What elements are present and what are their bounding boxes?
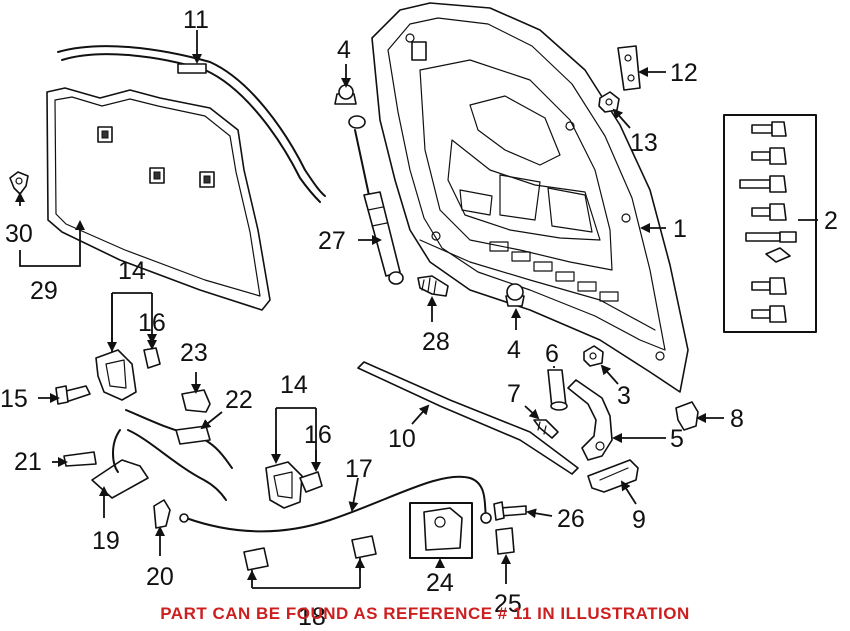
hood-gas-strut — [348, 115, 404, 285]
hinge-bolt — [417, 275, 449, 297]
hood-insulator-pad — [46, 87, 271, 311]
cable-clip — [181, 389, 211, 413]
label-9: 9 — [632, 506, 646, 534]
striker-plate — [617, 45, 641, 91]
label-14-left: 14 — [118, 257, 146, 285]
hood-panel — [371, 2, 689, 393]
label-17: 17 — [345, 455, 373, 483]
hood-hinge — [567, 379, 613, 461]
label-14-right: 14 — [280, 371, 308, 399]
label-4-lower: 4 — [507, 336, 521, 364]
strut-ball-stud-lower — [505, 283, 525, 307]
label-27: 27 — [318, 227, 346, 255]
label-26: 26 — [557, 505, 585, 533]
hardware-kit — [723, 114, 817, 333]
label-16-left: 16 — [138, 309, 166, 337]
label-30: 30 — [5, 220, 33, 248]
cable-holder-clips — [243, 535, 377, 571]
hood-seal-strip — [57, 45, 326, 203]
cable-tape — [63, 451, 97, 467]
hood-latch-left — [95, 347, 161, 401]
handle-clip — [495, 527, 515, 555]
label-8: 8 — [730, 405, 744, 433]
label-21: 21 — [14, 448, 42, 476]
label-28: 28 — [422, 328, 450, 356]
label-5: 5 — [670, 425, 684, 453]
release-bracket — [587, 459, 639, 493]
label-1: 1 — [673, 215, 687, 243]
label-16-right: 16 — [304, 421, 332, 449]
cable-guide-bracket — [91, 429, 149, 499]
label-15: 15 — [0, 385, 28, 413]
part-labels: 11 4 12 13 1 2 27 28 4 6 3 7 8 5 10 9 30… — [0, 6, 838, 631]
release-cable-upper — [125, 409, 233, 501]
label-3: 3 — [617, 382, 631, 410]
label-13: 13 — [630, 129, 658, 157]
label-24: 24 — [426, 569, 454, 597]
label-22: 22 — [225, 386, 253, 414]
latch-nut — [583, 345, 604, 367]
label-10: 10 — [388, 425, 416, 453]
label-12: 12 — [670, 59, 698, 87]
bump-stop — [547, 369, 568, 411]
label-4-upper: 4 — [337, 36, 351, 64]
front-seal-bar — [357, 361, 579, 475]
label-7: 7 — [507, 380, 521, 408]
hood-latch-right — [265, 461, 323, 509]
label-6: 6 — [545, 340, 559, 368]
label-29: 29 — [30, 277, 58, 305]
strut-ball-stud-upper — [334, 84, 357, 105]
label-19: 19 — [92, 527, 120, 555]
label-25: 25 — [494, 590, 522, 618]
label-11: 11 — [183, 6, 209, 34]
latch-bolt — [533, 419, 559, 439]
release-cable-main — [179, 475, 492, 533]
retainer-clip — [675, 401, 699, 431]
leader-lines — [15, 30, 818, 589]
label-18: 18 — [298, 603, 326, 631]
label-20: 20 — [146, 563, 174, 591]
latch-bolt-left — [55, 385, 91, 405]
reference-caption: PART CAN BE FOUND AS REFERENCE # 11 IN I… — [160, 604, 690, 623]
release-handle-inset — [409, 502, 473, 559]
label-2: 2 — [824, 207, 838, 235]
label-23: 23 — [180, 339, 208, 367]
cable-clip-lower — [153, 499, 171, 529]
handle-bolt — [493, 501, 527, 521]
plate-nut — [598, 91, 620, 113]
insulator-clip — [9, 171, 29, 195]
